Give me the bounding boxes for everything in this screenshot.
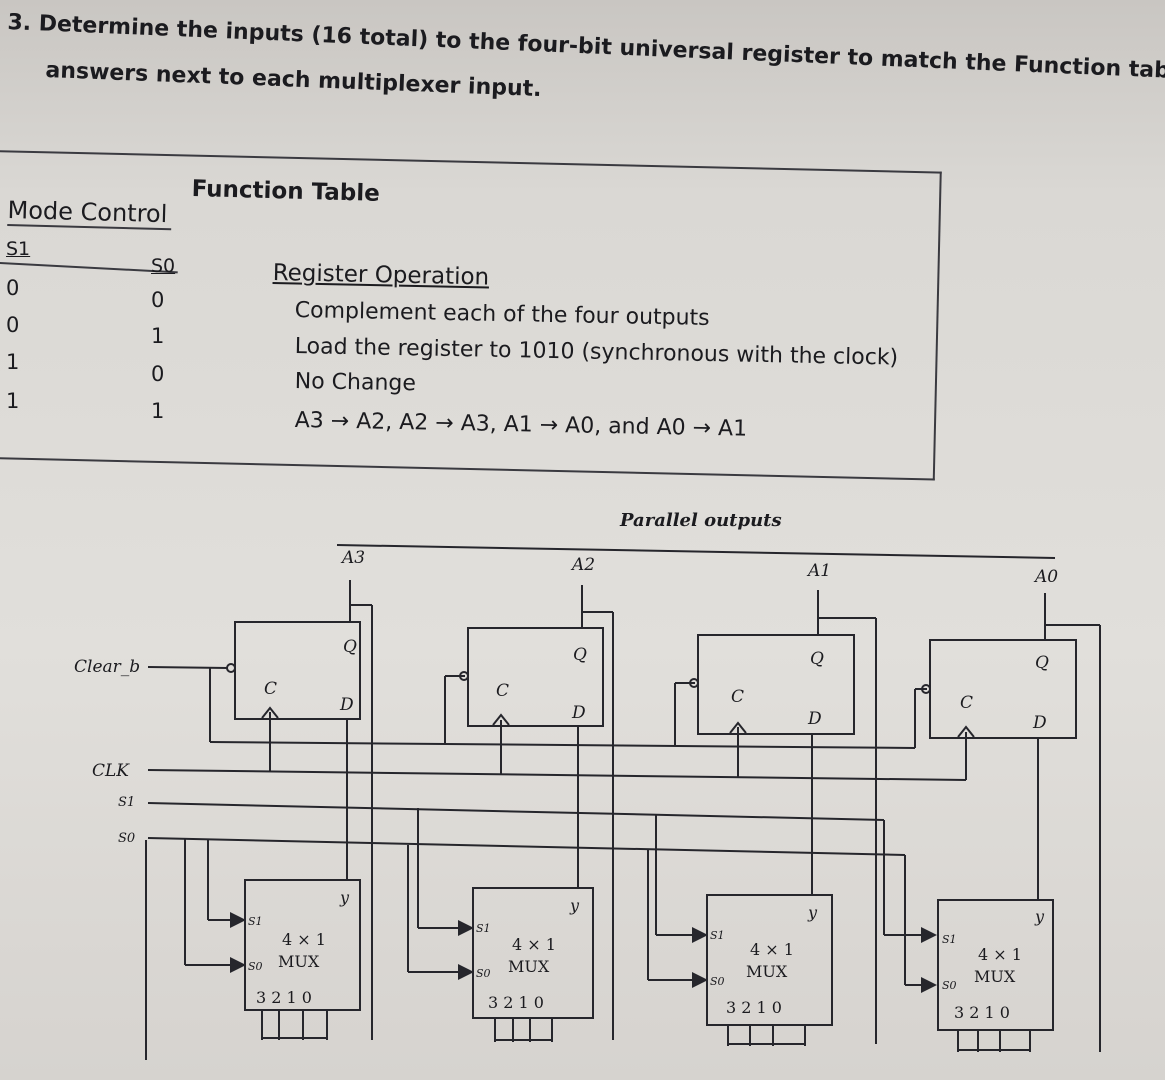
row1-s1: 0: [6, 276, 20, 300]
output-a0: A0: [1033, 567, 1058, 587]
s0-label: S0: [118, 831, 135, 846]
ff3-c: C: [264, 679, 277, 699]
mux0-y: y: [1034, 907, 1045, 926]
mux2-y: y: [569, 896, 580, 915]
mux1-name2: MUX: [746, 962, 788, 981]
mux1-inputs: 3 2 1 0: [726, 998, 782, 1017]
row2-s1: 0: [6, 313, 20, 337]
mux3-name1: 4 × 1: [282, 930, 326, 949]
mux2-name1: 4 × 1: [512, 935, 556, 954]
mux3-name2: MUX: [278, 952, 320, 971]
output-a2: A2: [570, 555, 595, 575]
row4-s0: 1: [151, 399, 165, 423]
row3-s1: 1: [6, 350, 20, 374]
ff2-c: C: [496, 681, 509, 701]
s1-label: S1: [118, 795, 135, 810]
mux2-inputs: 3 2 1 0: [488, 993, 544, 1012]
mux1-y: y: [807, 903, 818, 922]
mux3-inputs: 3 2 1 0: [256, 988, 312, 1007]
mux0-s0: S0: [942, 979, 957, 992]
ff0-q: Q: [1035, 653, 1049, 673]
output-a1: A1: [806, 561, 831, 581]
ff0-c: C: [960, 693, 973, 713]
ff2-d: D: [571, 703, 586, 723]
ff1-c: C: [731, 687, 744, 707]
ff1-d: D: [807, 709, 822, 729]
row1-s0: 0: [151, 288, 165, 312]
ff2-q: Q: [573, 645, 587, 665]
mux0-s1: S1: [942, 933, 957, 946]
mux2-s1: S1: [476, 922, 491, 935]
row3-s0: 0: [151, 362, 165, 386]
header-s0: S0: [151, 255, 176, 277]
mux3-s1: S1: [248, 915, 263, 928]
clk-label: CLK: [92, 761, 130, 781]
mux2-name2: MUX: [508, 957, 550, 976]
ff0-d: D: [1032, 713, 1047, 733]
header-s1: S1: [6, 238, 31, 260]
output-a3: A3: [340, 548, 365, 568]
mux0-inputs: 3 2 1 0: [954, 1003, 1010, 1022]
mux2-s0: S0: [476, 967, 491, 980]
clear-b-label: Clear_b: [74, 657, 140, 677]
row2-s0: 1: [151, 324, 165, 348]
mux0-name2: MUX: [974, 967, 1016, 986]
ff3-d: D: [339, 695, 354, 715]
mux3-y: y: [339, 888, 350, 907]
mux1-name1: 4 × 1: [750, 940, 794, 959]
mux0-name1: 4 × 1: [978, 945, 1022, 964]
row4-s1: 1: [6, 389, 20, 413]
mux1-s1: S1: [710, 929, 725, 942]
ff3-q: Q: [343, 637, 357, 657]
parallel-outputs-label: Parallel outputs: [619, 510, 782, 531]
mux3-s0: S0: [248, 960, 263, 973]
mux1-s0: S0: [710, 975, 725, 988]
ff1-q: Q: [810, 649, 824, 669]
